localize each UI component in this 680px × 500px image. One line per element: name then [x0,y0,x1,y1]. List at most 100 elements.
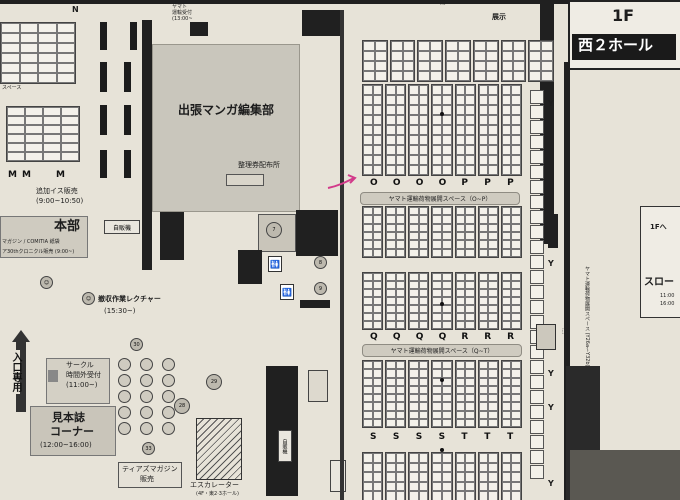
booth-cell[interactable] [432,481,442,492]
booth-cell[interactable] [455,394,466,403]
booth-cell[interactable] [363,248,373,257]
booth-cell[interactable] [441,135,452,145]
booth-cell[interactable] [432,305,442,313]
booth-cell[interactable] [441,165,452,175]
booth-cell[interactable] [511,297,521,305]
booth-cell[interactable] [372,313,383,321]
booth-cell[interactable] [363,313,373,321]
booth-cell[interactable] [488,462,498,473]
booth-cell[interactable] [455,125,466,135]
booth-cell[interactable] [478,369,489,378]
booth-cell[interactable] [363,481,373,492]
y-booth[interactable] [530,135,544,149]
booth-cell[interactable] [465,361,475,370]
booth-cell[interactable] [56,23,75,33]
booth-cell[interactable] [390,51,403,61]
booth-cell[interactable] [511,491,521,500]
booth-cell[interactable] [511,248,521,257]
booth-cell[interactable] [511,385,521,394]
booth-cell[interactable] [363,61,375,71]
booth-cell[interactable] [386,491,396,500]
booth-cell[interactable] [372,105,383,115]
booth-cell[interactable] [488,402,498,411]
booth-cell[interactable] [409,453,419,463]
booth-cell[interactable] [372,462,383,473]
booth-cell[interactable] [488,289,498,297]
booth-cell[interactable] [395,462,406,473]
booth-cell[interactable] [473,71,486,81]
booth-cell[interactable] [409,207,419,216]
booth-cell[interactable] [465,410,475,419]
booth-cell[interactable] [511,289,521,297]
booth-cell[interactable] [501,95,512,105]
booth-cell[interactable] [386,223,396,232]
booth-cell[interactable] [38,43,57,53]
booth-cell[interactable] [395,394,406,403]
booth-cell[interactable] [409,85,419,95]
booth-cell[interactable] [418,85,429,95]
booth-cell[interactable] [409,410,419,419]
booth-cell[interactable] [511,155,521,165]
booth-cell[interactable] [485,61,498,71]
booth-cell[interactable] [372,281,383,289]
booth-cell[interactable] [56,63,75,73]
booth-cell[interactable] [488,385,498,394]
booth-cell[interactable] [390,61,403,71]
booth-cell[interactable] [446,51,458,61]
booth-cell[interactable] [455,491,466,500]
booth-cell[interactable] [511,410,521,419]
booth-cell[interactable] [386,145,396,155]
booth-cell[interactable] [513,51,526,61]
booth-cell[interactable] [501,313,512,321]
booth-cell[interactable] [430,61,443,71]
y-booth[interactable] [530,405,544,419]
y-booth[interactable] [530,390,544,404]
booth-cell[interactable] [441,231,452,241]
booth-cell[interactable] [441,361,452,370]
booth-cell[interactable] [395,385,406,394]
booth-cell[interactable] [61,116,79,125]
booth-cell[interactable] [488,394,498,403]
booth-cell[interactable] [465,402,475,411]
booth-cell[interactable] [25,143,43,152]
booth-cell[interactable] [478,273,489,281]
booth-cell[interactable] [409,418,419,427]
booth-cell[interactable] [501,240,512,249]
booth-cell[interactable] [441,410,452,419]
booth-cell[interactable] [465,248,475,257]
booth-cell[interactable] [363,240,373,249]
booth-cell[interactable] [409,155,419,165]
booth-cell[interactable] [478,289,489,297]
booth-cell[interactable] [441,369,452,378]
booth-cell[interactable] [395,281,406,289]
booth-cell[interactable] [374,51,387,61]
booth-cell[interactable] [488,281,498,289]
booth-cell[interactable] [488,105,498,115]
booth-cell[interactable] [43,143,61,152]
booth-cell[interactable] [529,71,542,81]
booth-cell[interactable] [386,394,396,403]
booth-cell[interactable] [418,289,429,297]
booth-cell[interactable] [441,145,452,155]
booth-cell[interactable] [501,369,512,378]
booth-cell[interactable] [432,281,442,289]
booth-cell[interactable] [455,95,466,105]
booth-cell[interactable] [457,71,470,81]
booth-cell[interactable] [395,402,406,411]
booth-cell[interactable] [446,71,458,81]
booth-cell[interactable] [56,73,75,83]
booth-cell[interactable] [386,472,396,482]
booth-cell[interactable] [478,207,489,216]
booth-cell[interactable] [529,41,542,51]
booth-cell[interactable] [409,105,419,115]
booth-cell[interactable] [478,135,489,145]
booth-cell[interactable] [513,71,526,81]
booth-cell[interactable] [386,313,396,321]
booth-cell[interactable] [25,152,43,161]
booth-cell[interactable] [465,95,475,105]
booth-cell[interactable] [478,453,489,463]
booth-cell[interactable] [372,207,383,216]
booth-cell[interactable] [455,273,466,281]
booth-cell[interactable] [386,281,396,289]
booth-cell[interactable] [363,418,373,427]
